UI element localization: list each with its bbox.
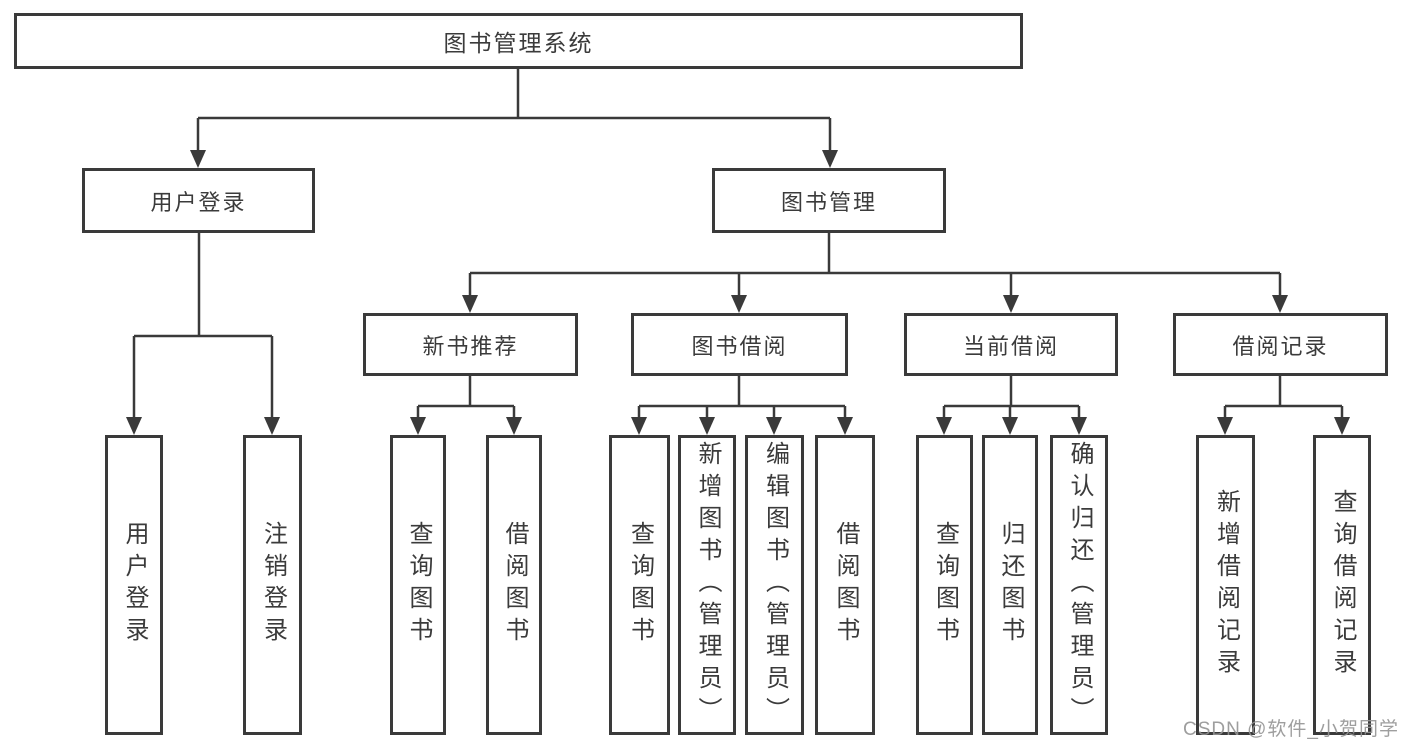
node-leaf-logout: 注销登录 — [243, 435, 302, 735]
node-label: 查询图书 — [931, 521, 959, 649]
node-new-book-recommend: 新书推荐 — [363, 313, 578, 376]
node-user-login: 用户登录 — [82, 168, 315, 233]
node-label: 借阅记录 — [1232, 333, 1329, 359]
node-leaf-query-book-1: 查询图书 — [390, 435, 446, 735]
node-leaf-borrow-book-2: 借阅图书 — [815, 435, 875, 735]
arrow-down-icon — [506, 417, 522, 435]
node-label: 确认归还（管理员） — [1066, 441, 1093, 729]
arrow-down-icon — [410, 417, 426, 435]
node-leaf-query-book-3: 查询图书 — [916, 435, 973, 735]
node-library-management-system: 图书管理系统 — [14, 13, 1023, 69]
arrow-down-icon — [1002, 417, 1018, 435]
arrow-down-icon — [731, 295, 747, 313]
node-leaf-edit-book-admin: 编辑图书（管理员） — [745, 435, 804, 735]
node-label: 借阅图书 — [832, 521, 859, 649]
arrow-down-icon — [631, 417, 647, 435]
node-label: 用户登录 — [121, 521, 148, 649]
node-leaf-user-login: 用户登录 — [105, 435, 163, 735]
arrow-down-icon — [1272, 295, 1288, 313]
arrow-down-icon — [936, 417, 952, 435]
arrow-down-icon — [1003, 295, 1019, 313]
node-book-management: 图书管理 — [712, 168, 946, 233]
arrow-down-icon — [190, 150, 206, 168]
node-leaf-add-borrow-record: 新增借阅记录 — [1196, 435, 1255, 735]
node-label: 图书借阅 — [691, 333, 788, 359]
arrow-down-icon — [126, 417, 142, 435]
node-label: 新增图书（管理员） — [694, 441, 721, 729]
arrow-down-icon — [1217, 417, 1233, 435]
node-label: 编辑图书（管理员） — [761, 441, 789, 729]
node-label: 当前借阅 — [962, 333, 1059, 359]
arrow-down-icon — [1071, 417, 1087, 435]
node-leaf-return-book: 归还图书 — [982, 435, 1038, 735]
arrow-down-icon — [264, 417, 280, 435]
arrow-down-icon — [837, 417, 853, 435]
node-label: 查询借阅记录 — [1329, 489, 1356, 681]
node-label: 注销登录 — [259, 521, 287, 649]
node-label: 借阅图书 — [501, 521, 528, 649]
node-label: 图书管理系统 — [443, 30, 594, 56]
arrow-down-icon — [822, 150, 838, 168]
csdn-watermark: CSDN @软件_小贺同学 — [1183, 719, 1399, 740]
arrow-down-icon — [1334, 417, 1350, 435]
node-book-borrow: 图书借阅 — [631, 313, 848, 376]
node-leaf-confirm-return-admin: 确认归还（管理员） — [1050, 435, 1108, 735]
node-current-borrow: 当前借阅 — [904, 313, 1118, 376]
node-label: 查询图书 — [626, 521, 654, 649]
node-label: 用户登录 — [150, 189, 247, 215]
node-leaf-add-book-admin: 新增图书（管理员） — [678, 435, 736, 735]
node-label: 查询图书 — [405, 521, 432, 649]
node-leaf-query-book-2: 查询图书 — [609, 435, 670, 735]
arrow-down-icon — [766, 417, 782, 435]
node-borrow-record: 借阅记录 — [1173, 313, 1388, 376]
node-label: 新增借阅记录 — [1212, 489, 1240, 681]
node-leaf-borrow-book-1: 借阅图书 — [486, 435, 542, 735]
node-label: 图书管理 — [780, 189, 877, 215]
node-label: 新书推荐 — [422, 333, 519, 359]
arrow-down-icon — [462, 295, 478, 313]
node-leaf-query-borrow-record: 查询借阅记录 — [1313, 435, 1371, 735]
arrow-down-icon — [699, 417, 715, 435]
node-label: 归还图书 — [997, 521, 1024, 649]
